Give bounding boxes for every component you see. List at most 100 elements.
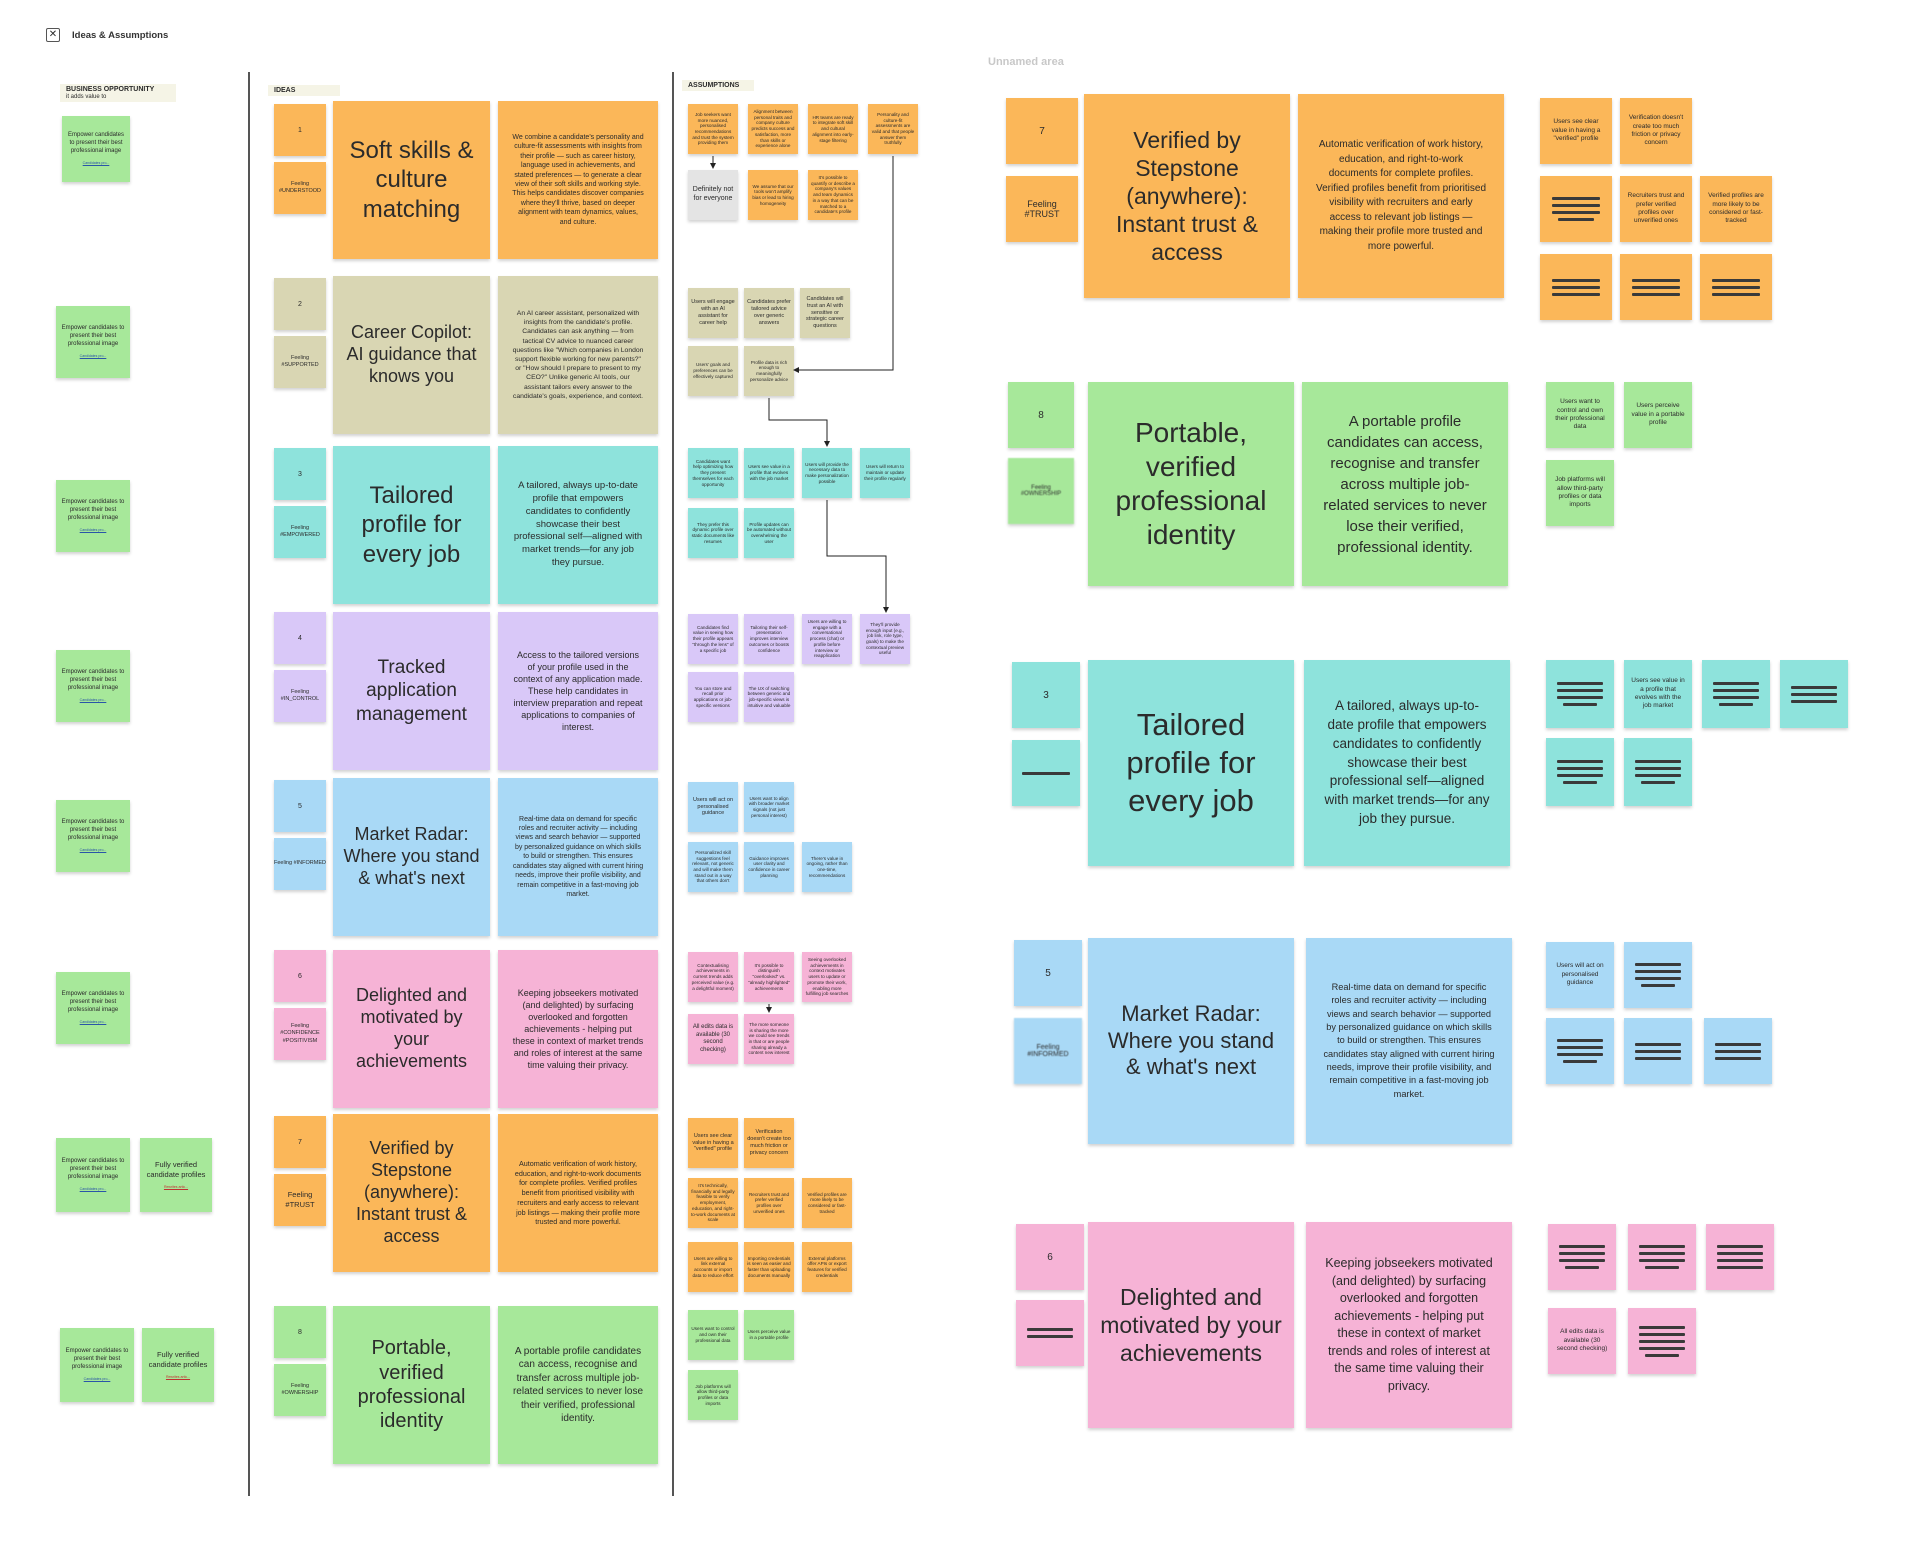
assumption-note[interactable]: HR teams are ready to integrate soft ski… bbox=[808, 104, 858, 154]
zoom-idea-feeling[interactable]: Feeling #OWNERSHIP bbox=[1008, 458, 1074, 524]
zoom-assumption-collapsed[interactable] bbox=[1628, 1224, 1696, 1290]
assumption-note[interactable]: Candidates find value in seeing how thei… bbox=[688, 614, 738, 664]
assumption-note[interactable]: Users see value in a profile that evolve… bbox=[744, 448, 794, 498]
zoom-idea-title[interactable]: Tailored profile for every job bbox=[1088, 660, 1294, 866]
assumption-note[interactable]: External platforms offer APIs or export … bbox=[802, 1242, 852, 1292]
assumption-note[interactable]: Verification doesn't create too much fri… bbox=[744, 1118, 794, 1168]
idea-description[interactable]: Keeping jobseekers motivated (and deligh… bbox=[498, 950, 658, 1108]
zoom-idea-description[interactable]: Keeping jobseekers motivated (and deligh… bbox=[1306, 1222, 1512, 1428]
zoom-idea-title[interactable]: Portable, verified professional identity bbox=[1088, 382, 1294, 586]
zoom-assumption-note[interactable]: Users see clear value in having a "verif… bbox=[1540, 98, 1612, 164]
zoom-assumption-collapsed[interactable] bbox=[1780, 660, 1848, 728]
idea-description[interactable]: Access to the tailored versions of your … bbox=[498, 612, 658, 770]
assumption-note[interactable]: Users will act on personalised guidance bbox=[688, 782, 738, 832]
opportunity-note[interactable]: Empower candidates to present their best… bbox=[56, 972, 130, 1044]
zoom-assumption-collapsed[interactable] bbox=[1624, 1018, 1692, 1084]
assumption-note[interactable]: Profile data is rich enough to meaningfu… bbox=[744, 346, 794, 396]
idea-feeling[interactable]: Feeling #TRUST bbox=[274, 1174, 326, 1226]
opportunity-note[interactable]: Empower candidates to present their best… bbox=[56, 480, 130, 552]
idea-feeling[interactable]: Feeling #SUPPORTED bbox=[274, 336, 326, 388]
zoom-idea-feeling-collapsed[interactable] bbox=[1012, 740, 1080, 806]
assumption-note[interactable]: Profile updates can be automated without… bbox=[744, 508, 794, 558]
assumption-note[interactable]: Contextualising achievements in current … bbox=[688, 952, 738, 1002]
opportunity-note[interactable]: Empower candidates to present their best… bbox=[56, 1138, 130, 1212]
idea-title[interactable]: Tailored profile for every job bbox=[333, 446, 490, 604]
idea-number[interactable]: 8 bbox=[274, 1306, 326, 1358]
idea-number[interactable]: 3 bbox=[274, 448, 326, 500]
idea-title[interactable]: Portable, verified professional identity bbox=[333, 1306, 490, 1464]
assumption-note[interactable]: Users are willing to link external accou… bbox=[688, 1242, 738, 1292]
assumption-note[interactable]: They prefer this dynamic profile over st… bbox=[688, 508, 738, 558]
zoom-assumption-collapsed[interactable] bbox=[1546, 660, 1614, 728]
zoom-assumption-collapsed[interactable] bbox=[1706, 1224, 1774, 1290]
zoom-assumption-note[interactable]: Verification doesn't create too much fri… bbox=[1620, 98, 1692, 164]
zoom-idea-description[interactable]: Real-time data on demand for specific ro… bbox=[1306, 938, 1512, 1144]
zoom-assumption-collapsed[interactable] bbox=[1704, 1018, 1772, 1084]
zoom-assumption-collapsed[interactable] bbox=[1628, 1308, 1696, 1374]
assumption-note[interactable]: Recruiters trust and prefer verified pro… bbox=[744, 1178, 794, 1228]
assumption-note[interactable]: Verified profiles are more likely to be … bbox=[802, 1178, 852, 1228]
opportunity-note[interactable]: Empower candidates to present their best… bbox=[56, 800, 130, 872]
assumption-note[interactable]: The more someone is sharing the more we … bbox=[744, 1014, 794, 1064]
assumption-note[interactable]: It's technically, financially and legall… bbox=[688, 1178, 738, 1228]
zoom-idea-number[interactable]: 5 bbox=[1014, 940, 1082, 1006]
zoom-idea-title[interactable]: Market Radar: Where you stand & what's n… bbox=[1088, 938, 1294, 1144]
zoom-idea-number[interactable]: 7 bbox=[1006, 98, 1078, 164]
zoom-idea-number[interactable]: 3 bbox=[1012, 662, 1080, 728]
idea-title[interactable]: Soft skills & culture matching bbox=[333, 101, 490, 259]
zoom-assumption-collapsed[interactable] bbox=[1620, 254, 1692, 320]
zoom-assumption-note[interactable]: Recruiters trust and prefer verified pro… bbox=[1620, 176, 1692, 242]
zoom-assumption-collapsed[interactable] bbox=[1546, 1018, 1614, 1084]
opportunity-note[interactable]: Empower candidates to present their best… bbox=[56, 650, 130, 722]
zoom-idea-number[interactable]: 6 bbox=[1016, 1224, 1084, 1290]
zoom-idea-feeling[interactable]: Feeling #TRUST bbox=[1006, 176, 1078, 242]
zoom-assumption-note[interactable]: Job platforms will allow third-party pro… bbox=[1546, 460, 1614, 526]
opportunity-note[interactable]: Empower candidates to present their best… bbox=[56, 306, 130, 378]
idea-feeling[interactable]: Feeling #INFORMED bbox=[274, 838, 326, 890]
assumption-note[interactable]: Users will provide the necessary data to… bbox=[802, 448, 852, 498]
idea-description[interactable]: Real-time data on demand for specific ro… bbox=[498, 778, 658, 936]
zoom-assumption-note[interactable]: Users will act on personalised guidance bbox=[1546, 942, 1614, 1008]
zoom-idea-number[interactable]: 8 bbox=[1008, 382, 1074, 448]
assumption-note[interactable]: Guidance improves user clarity and confi… bbox=[744, 842, 794, 892]
assumption-note[interactable]: Users want to control and own their prof… bbox=[688, 1310, 738, 1360]
assumption-note[interactable]: Candidates will trust an AI with sensiti… bbox=[800, 288, 850, 338]
zoom-idea-title[interactable]: Delighted and motivated by your achievem… bbox=[1088, 1222, 1294, 1428]
assumption-note[interactable]: Users will return to maintain or update … bbox=[860, 448, 910, 498]
zoom-idea-description[interactable]: A tailored, always up-to-date profile th… bbox=[1304, 660, 1510, 866]
zoom-assumption-collapsed[interactable] bbox=[1548, 1224, 1616, 1290]
idea-title[interactable]: Market Radar: Where you stand & what's n… bbox=[333, 778, 490, 936]
opportunity-note[interactable]: Empower candidates to present their best… bbox=[62, 116, 130, 182]
assumption-note[interactable]: Users see clear value in having a "verif… bbox=[688, 1118, 738, 1168]
assumption-note[interactable]: You can store and recall prior applicati… bbox=[688, 672, 738, 722]
zoom-assumption-collapsed[interactable] bbox=[1624, 942, 1692, 1008]
zoom-assumption-note[interactable]: Verified profiles are more likely to be … bbox=[1700, 176, 1772, 242]
zoom-assumption-collapsed[interactable] bbox=[1702, 660, 1770, 728]
zoom-idea-feeling-collapsed[interactable] bbox=[1016, 1300, 1084, 1366]
idea-number[interactable]: 1 bbox=[274, 104, 326, 156]
zoom-idea-description[interactable]: Automatic verification of work history, … bbox=[1298, 94, 1504, 298]
assumption-note[interactable]: Tailoring their self-presentation improv… bbox=[744, 614, 794, 664]
idea-description[interactable]: We combine a candidate's personality and… bbox=[498, 101, 658, 259]
assumption-note[interactable]: There's value in ongoing, rather than on… bbox=[802, 842, 852, 892]
opportunity-note[interactable]: Empower candidates to present their best… bbox=[60, 1328, 134, 1402]
assumption-note[interactable]: Users will engage with an AI assistant f… bbox=[688, 288, 738, 338]
assumption-note[interactable]: Candidates prefer tailored advice over g… bbox=[744, 288, 794, 338]
assumption-note[interactable]: Users are willing to engage with a conve… bbox=[802, 614, 852, 664]
assumption-note[interactable]: It's possible to distinguish "overlooked… bbox=[744, 952, 794, 1002]
assumption-note[interactable]: Candidates want help optimizing how they… bbox=[688, 448, 738, 498]
assumption-note[interactable]: All edits data is available (30 second c… bbox=[688, 1014, 738, 1064]
zoom-assumption-collapsed[interactable] bbox=[1624, 738, 1692, 806]
zoom-idea-description[interactable]: A portable profile candidates can access… bbox=[1302, 382, 1508, 586]
idea-feeling[interactable]: Feeling #CONFIDENCE #POSITIVISM bbox=[274, 1008, 326, 1060]
idea-number[interactable]: 2 bbox=[274, 278, 326, 330]
idea-title[interactable]: Tracked application management bbox=[333, 612, 490, 770]
assumption-note[interactable]: Job seekers want more nuanced, personali… bbox=[688, 104, 738, 154]
zoom-assumption-collapsed[interactable] bbox=[1540, 254, 1612, 320]
assumption-note[interactable]: It's possible to quantify or describe a … bbox=[808, 170, 858, 220]
idea-feeling[interactable]: Feeling #EMPOWERED bbox=[274, 506, 326, 558]
assumption-note[interactable]: The UX of switching between generic and … bbox=[744, 672, 794, 722]
assumption-note[interactable]: They'll provide enough input (e.g., job … bbox=[860, 614, 910, 664]
